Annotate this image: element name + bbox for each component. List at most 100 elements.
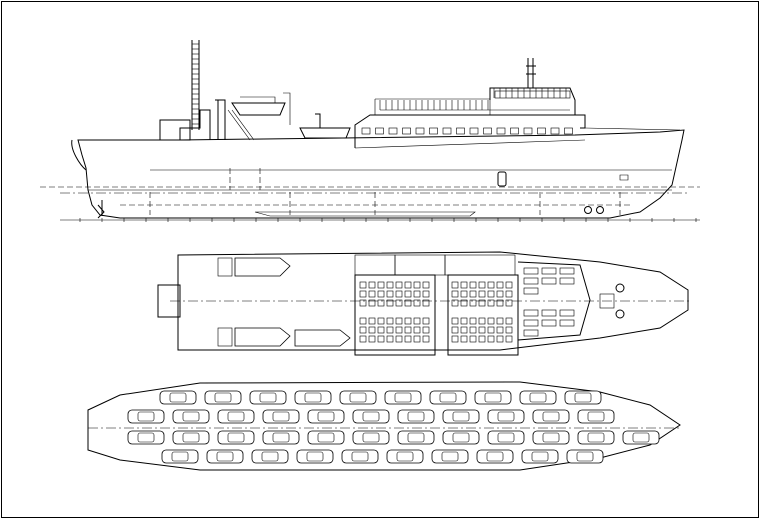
frame-ticks: [79, 218, 697, 222]
seat: [478, 335, 486, 343]
seat: [460, 299, 468, 307]
vehicles: [127, 390, 660, 464]
car: [532, 430, 570, 445]
car: [564, 390, 602, 405]
stern-flare: [71, 139, 87, 171]
seat: [404, 281, 412, 289]
car: [307, 430, 345, 445]
seat: [460, 281, 468, 289]
seat: [487, 299, 495, 307]
anchor-pocket: [619, 174, 629, 181]
seat: [469, 281, 477, 289]
car: [161, 449, 199, 464]
forward-lounge: [517, 261, 591, 341]
porthole: [596, 206, 604, 214]
window: [510, 127, 519, 135]
rescue-boat-plan: [294, 329, 351, 347]
seat: [469, 335, 477, 343]
seat: [469, 290, 477, 298]
superstructure: [354, 114, 586, 148]
seat: [395, 335, 403, 343]
seat: [487, 335, 495, 343]
seat: [386, 281, 394, 289]
car: [442, 430, 480, 445]
car: [442, 409, 480, 424]
seat: [386, 326, 394, 334]
seat: [377, 326, 385, 334]
seat: [451, 317, 459, 325]
car: [487, 430, 525, 445]
car: [397, 409, 435, 424]
seat: [469, 299, 477, 307]
car: [352, 430, 390, 445]
wheelhouse: [489, 87, 576, 115]
hull-door: [497, 171, 507, 187]
seat: [469, 317, 477, 325]
car: [296, 449, 334, 464]
lifeboat-1: [234, 257, 291, 277]
aft-deckhouse: [179, 109, 211, 140]
seat: [422, 281, 430, 289]
lounge-seat: [523, 277, 539, 285]
aft-mast: [191, 40, 200, 130]
seat: [404, 335, 412, 343]
seat: [422, 290, 430, 298]
seat: [404, 326, 412, 334]
seat: [487, 281, 495, 289]
seat: [368, 281, 376, 289]
seat: [451, 335, 459, 343]
car: [206, 449, 244, 464]
car: [429, 390, 467, 405]
service-room: [394, 254, 446, 276]
seat: [496, 290, 504, 298]
lounge-seat: [559, 309, 575, 317]
seat: [478, 317, 486, 325]
window-row: [361, 127, 573, 135]
seat: [368, 335, 376, 343]
seat: [359, 326, 367, 334]
seat: [505, 326, 513, 334]
bulkheads: [149, 168, 621, 215]
bottom-tank: [254, 211, 476, 217]
seat: [386, 335, 394, 343]
seat: [451, 299, 459, 307]
seat: [478, 281, 486, 289]
davit-arm: [283, 92, 291, 125]
car: [519, 390, 557, 405]
car: [262, 409, 300, 424]
window: [537, 127, 546, 135]
window: [388, 127, 398, 135]
car: [566, 449, 604, 464]
car: [127, 409, 165, 424]
rescue-boat: [299, 127, 351, 139]
seat: [368, 290, 376, 298]
car: [172, 409, 210, 424]
seat: [487, 290, 495, 298]
seat: [395, 299, 403, 307]
forecastle-rail: [584, 127, 681, 131]
seat: [395, 281, 403, 289]
hull: [77, 129, 685, 219]
davit-block: [217, 257, 233, 277]
car: [217, 430, 255, 445]
seat: [478, 326, 486, 334]
seat: [422, 335, 430, 343]
car-deck-outline: [87, 381, 681, 471]
deck-outline: [177, 251, 689, 351]
crane: [312, 113, 325, 129]
car: [339, 390, 377, 405]
seat: [386, 299, 394, 307]
stair: [227, 109, 255, 141]
seat: [460, 335, 468, 343]
seat: [377, 335, 385, 343]
service-room: [354, 254, 396, 276]
saloon-fwd: [447, 274, 519, 356]
lounge-seat: [523, 329, 539, 337]
lounge-seat: [541, 267, 557, 275]
porthole: [584, 206, 592, 214]
seat: [505, 317, 513, 325]
window: [429, 127, 438, 135]
lounge-seat: [559, 319, 575, 327]
